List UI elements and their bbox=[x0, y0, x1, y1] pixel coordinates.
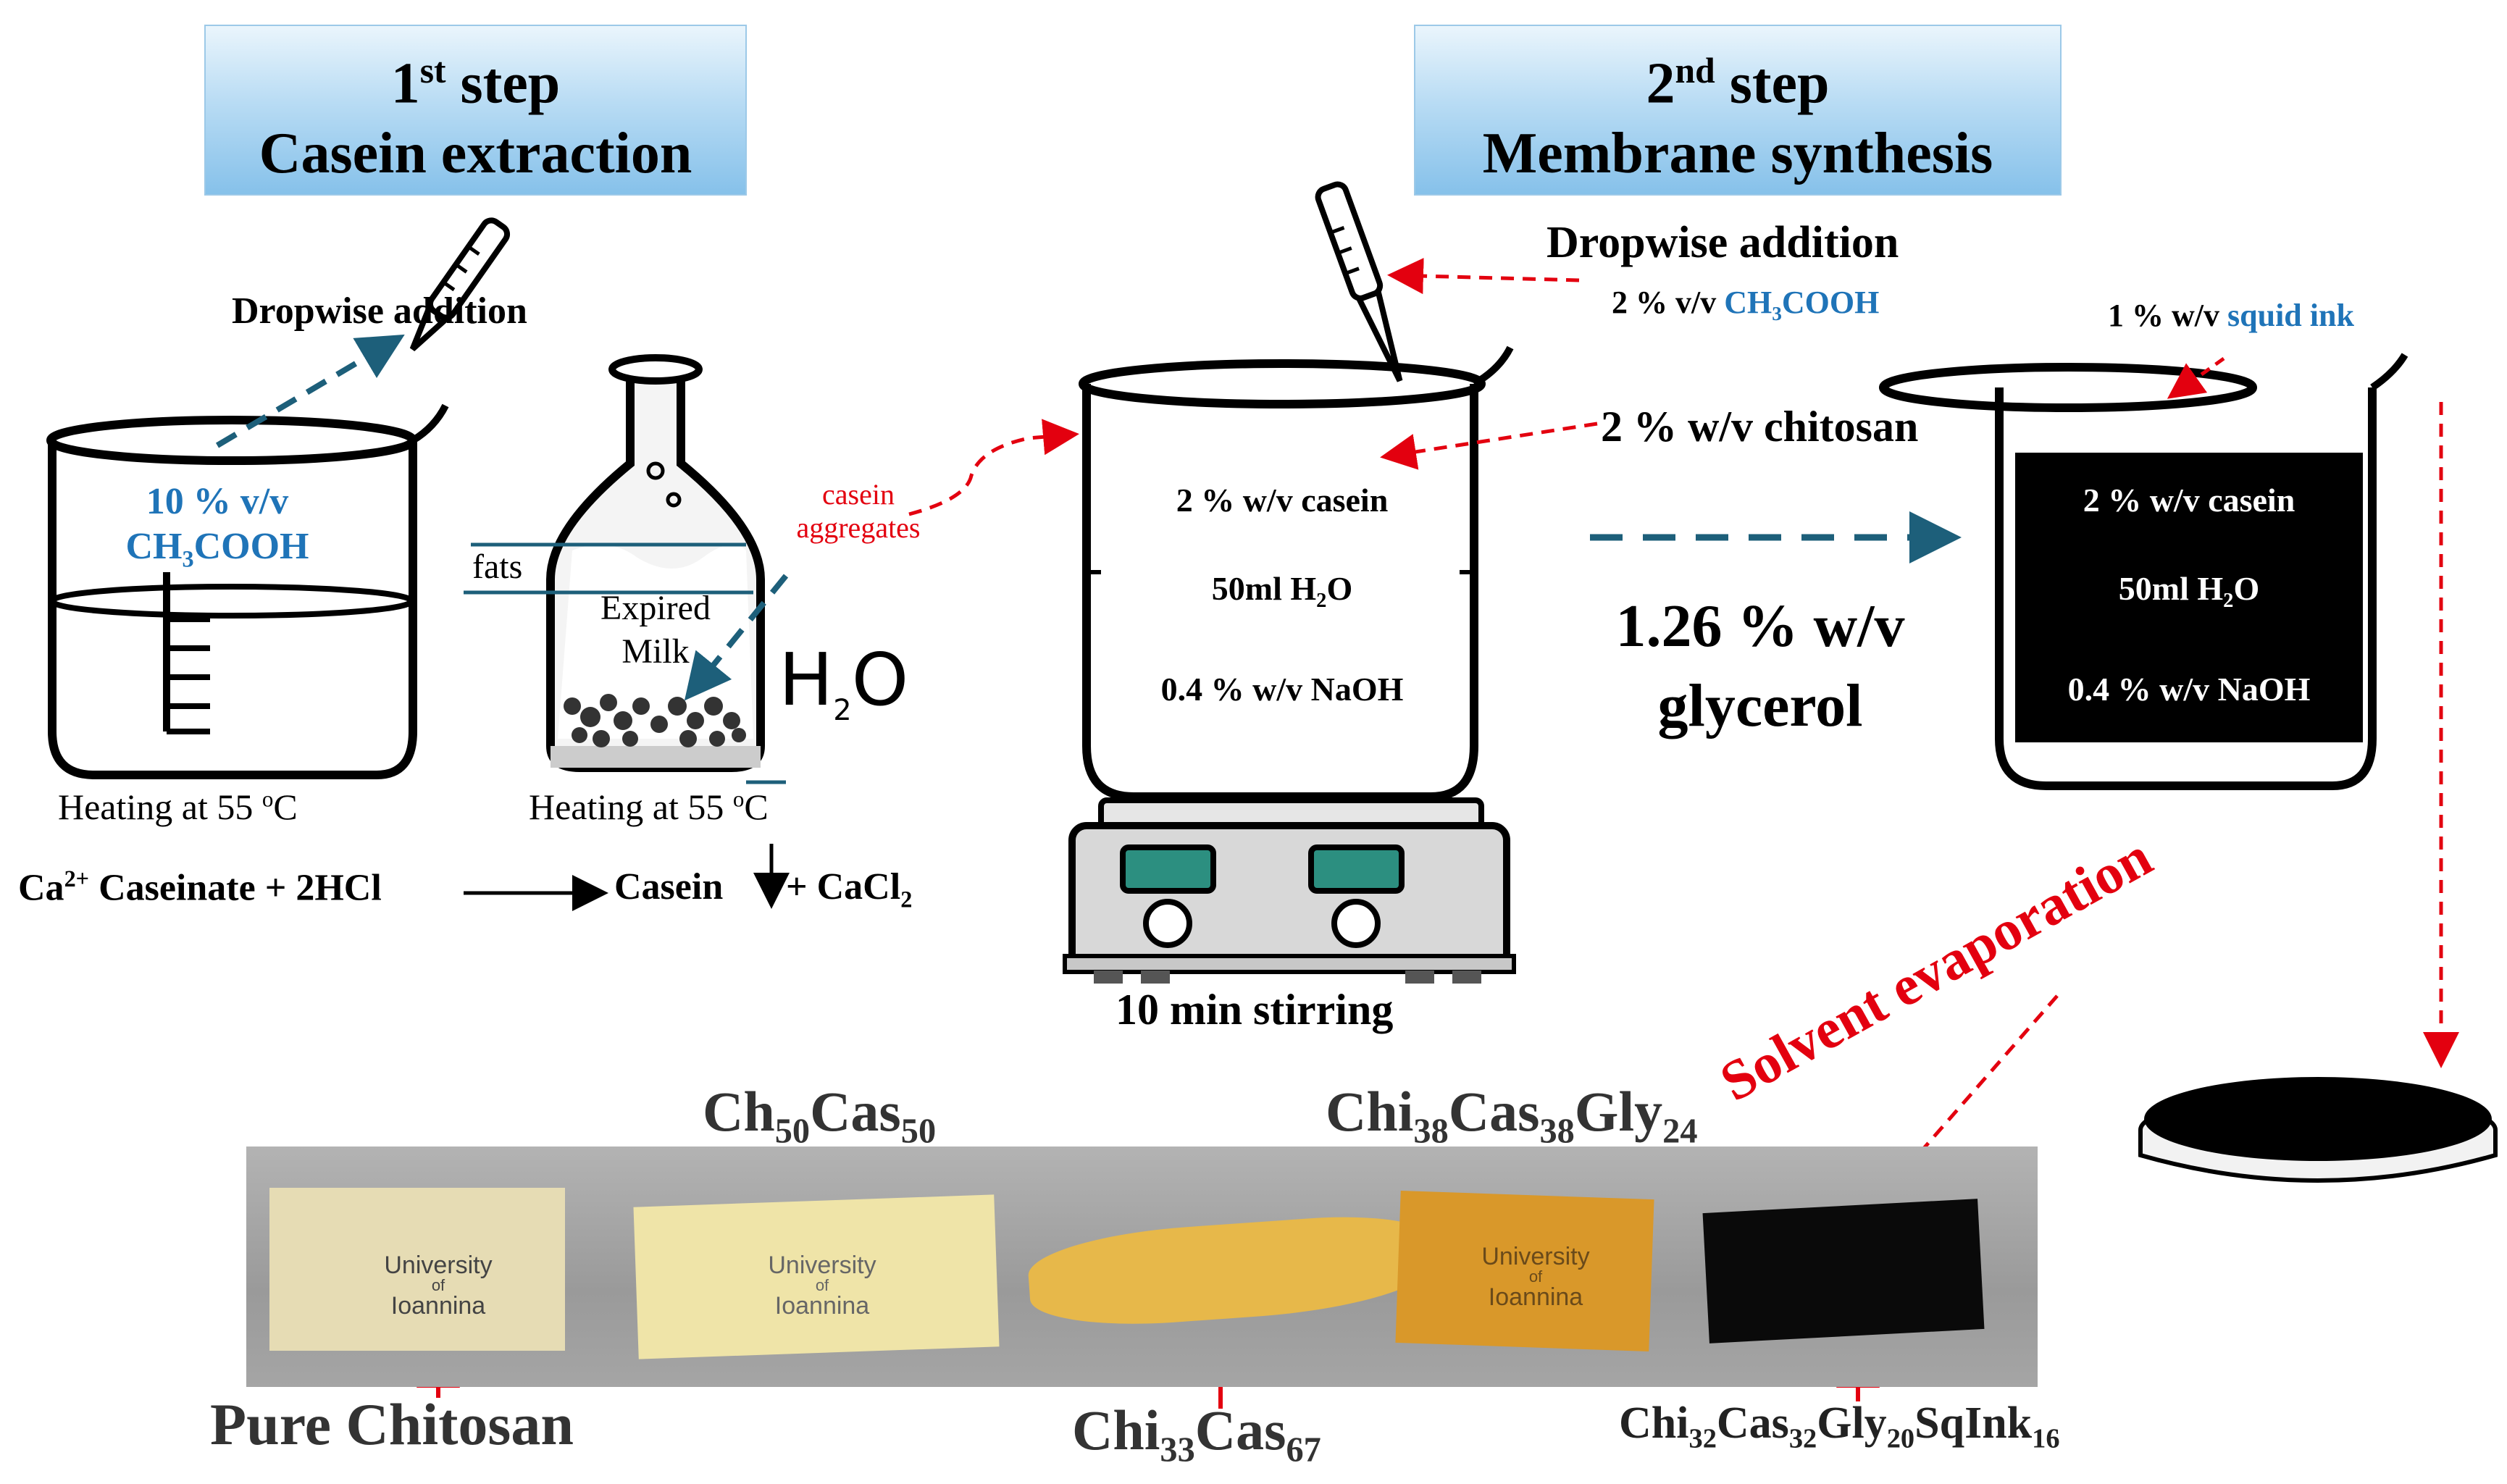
acid-concentration-left: 10 % v/v CH3COOH bbox=[125, 481, 309, 572]
expired-milk-label: Expired Milk bbox=[600, 589, 711, 671]
step2-step-word: step bbox=[1715, 51, 1830, 116]
label-chi38cas38gly24: Chi38Cas38Gly24 bbox=[1326, 1080, 1698, 1151]
pipette-icon bbox=[409, 217, 511, 352]
flask-icon bbox=[546, 354, 765, 772]
dropwise-arrow-middle bbox=[1387, 258, 1580, 295]
beaker-contents-middle: 2 % w/v casein 50ml H2O 0.4 % w/v NaOH bbox=[1160, 482, 1404, 708]
step2-sup: nd bbox=[1675, 51, 1715, 91]
pipette-middle-icon bbox=[1315, 181, 1403, 382]
label-chi32cas32gly20sqink16: Chi32Cas32Gly20SqInk16 bbox=[1619, 1399, 2060, 1454]
heating-label-2: Heating at 55 oC bbox=[529, 786, 769, 827]
step2-number: 2 bbox=[1646, 51, 1675, 116]
step1-number: 1 bbox=[390, 51, 420, 116]
film-squid-ink bbox=[1702, 1199, 1985, 1343]
water-label: H2O bbox=[779, 637, 909, 727]
aggregates-arrow bbox=[684, 574, 789, 701]
reaction-reactants: Ca2+ Caseinate + 2HCl bbox=[18, 865, 382, 909]
reaction-product-casein: Casein bbox=[614, 866, 724, 907]
squid-ink-label: 1 % w/v squid ink bbox=[2108, 298, 2354, 333]
stirring-label: 10 min stirring bbox=[1116, 986, 1394, 1034]
label-chi33cas67: Chi33Cas67 bbox=[1072, 1399, 1321, 1470]
casein-aggregates-icon bbox=[564, 694, 746, 747]
dropwise-label-left: Dropwise addition bbox=[232, 290, 527, 332]
step2-header: 2nd step Membrane synthesis bbox=[1414, 25, 2062, 196]
step2-title: Membrane synthesis bbox=[1482, 121, 1993, 185]
petri-dish-icon bbox=[2138, 1077, 2498, 1183]
logo-pure: University of Ioannina bbox=[384, 1252, 493, 1320]
aggregates-transfer-arrow bbox=[908, 419, 1079, 516]
reaction-product-cacl2: + CaCl2 bbox=[786, 866, 913, 913]
step1-step-word: step bbox=[445, 51, 561, 116]
acid-concentration-middle: 2 % v/v CH3COOH bbox=[1612, 285, 1880, 324]
synthesis-beaker-icon bbox=[1079, 345, 1514, 801]
acid-beaker-icon bbox=[46, 403, 449, 779]
logo-chi38: University of Ioannina bbox=[1481, 1243, 1590, 1311]
chitosan-arrow bbox=[1380, 422, 1598, 470]
logo-ch50cas50: University of Ioannina bbox=[768, 1252, 876, 1320]
hotplate-stirrer-icon bbox=[1063, 797, 1516, 984]
label-ch50cas50: Ch50Cas50 bbox=[703, 1080, 937, 1151]
step1-header: 1st step Casein extraction bbox=[204, 25, 747, 196]
label-pure-chitosan: Pure Chitosan bbox=[210, 1391, 574, 1457]
squid-ink-beaker-icon bbox=[1879, 353, 2408, 790]
casein-aggregates-label: casein aggregates bbox=[796, 478, 921, 544]
dropwise-label-middle: Dropwise addition bbox=[1547, 218, 1899, 267]
fats-label: fats bbox=[472, 548, 523, 586]
step1-sup: st bbox=[419, 51, 446, 91]
film-pure-chitosan bbox=[269, 1188, 565, 1351]
step1-title: Casein extraction bbox=[259, 121, 692, 185]
heating-label-1: Heating at 55 oC bbox=[58, 786, 298, 827]
chitosan-label: 2 % w/v chitosan bbox=[1601, 403, 1919, 450]
beaker-contents-right: 2 % w/v casein 50ml H2O 0.4 % w/v NaOH bbox=[2067, 482, 2311, 708]
glycerol-label: 1.26 % w/v glycerol bbox=[1615, 592, 1905, 739]
